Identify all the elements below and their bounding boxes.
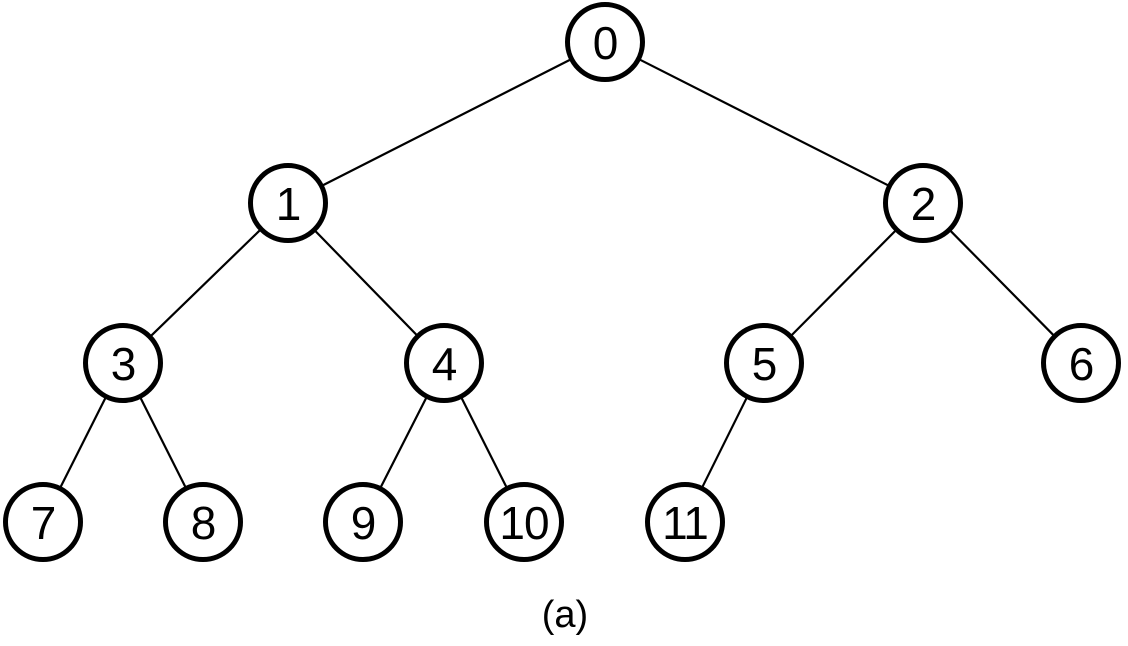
node-label-5: 5 (752, 338, 777, 390)
node-label-3: 3 (111, 338, 136, 390)
node-circle-6[interactable] (1041, 323, 1121, 403)
tree-node-11[interactable]: 11 (645, 482, 725, 562)
tree-node-7[interactable]: 7 (3, 482, 83, 562)
node-label-11: 11 (662, 497, 708, 549)
tree-edge-3-8 (139, 397, 187, 488)
node-label-0: 0 (593, 17, 618, 69)
node-circle-4[interactable] (404, 323, 484, 403)
node-circle-9[interactable] (323, 482, 403, 562)
tree-node-3[interactable]: 3 (83, 323, 163, 403)
node-circle-5[interactable] (724, 323, 804, 403)
edge-layer (59, 58, 1054, 488)
node-circle-8[interactable] (163, 482, 243, 562)
node-label-9: 9 (351, 497, 376, 549)
tree-node-8[interactable]: 8 (163, 482, 243, 562)
node-label-4: 4 (432, 338, 457, 390)
tree-node-10[interactable]: 10 (484, 482, 564, 562)
node-circle-7[interactable] (3, 482, 83, 562)
node-label-10: 10 (499, 497, 548, 549)
node-label-2: 2 (911, 178, 936, 230)
tree-node-6[interactable]: 6 (1041, 323, 1121, 403)
tree-edge-4-9 (380, 397, 427, 488)
tree-edge-0-2 (639, 58, 889, 187)
node-circle-1[interactable] (248, 163, 328, 243)
node-label-7: 7 (31, 497, 56, 549)
node-circle-10[interactable] (484, 482, 564, 562)
node-layer: 0 1 2 3 4 5 6 7 8 9 10 11 (3, 2, 1121, 562)
tree-node-1[interactable]: 1 (248, 163, 328, 243)
tree-edge-4-10 (460, 397, 508, 488)
tree-edge-3-7 (59, 397, 107, 488)
node-circle-3[interactable] (83, 323, 163, 403)
node-label-1: 1 (276, 178, 301, 230)
tree-edge-2-5 (791, 230, 896, 336)
tree-node-9[interactable]: 9 (323, 482, 403, 562)
tree-node-2[interactable]: 2 (883, 163, 963, 243)
tree-edge-0-1 (322, 59, 571, 186)
node-circle-11[interactable] (645, 482, 725, 562)
tree-edge-2-6 (950, 230, 1054, 336)
tree-edge-5-11 (701, 397, 748, 488)
tree-node-4[interactable]: 4 (404, 323, 484, 403)
node-circle-0[interactable] (565, 2, 645, 82)
node-label-6: 6 (1069, 338, 1094, 390)
tree-node-5[interactable]: 5 (724, 323, 804, 403)
figure-caption: (a) (542, 594, 588, 636)
tree-edge-1-4 (314, 230, 418, 336)
tree-edge-1-3 (150, 229, 261, 337)
tree-node-0[interactable]: 0 (565, 2, 645, 82)
node-label-8: 8 (191, 497, 216, 549)
node-circle-2[interactable] (883, 163, 963, 243)
